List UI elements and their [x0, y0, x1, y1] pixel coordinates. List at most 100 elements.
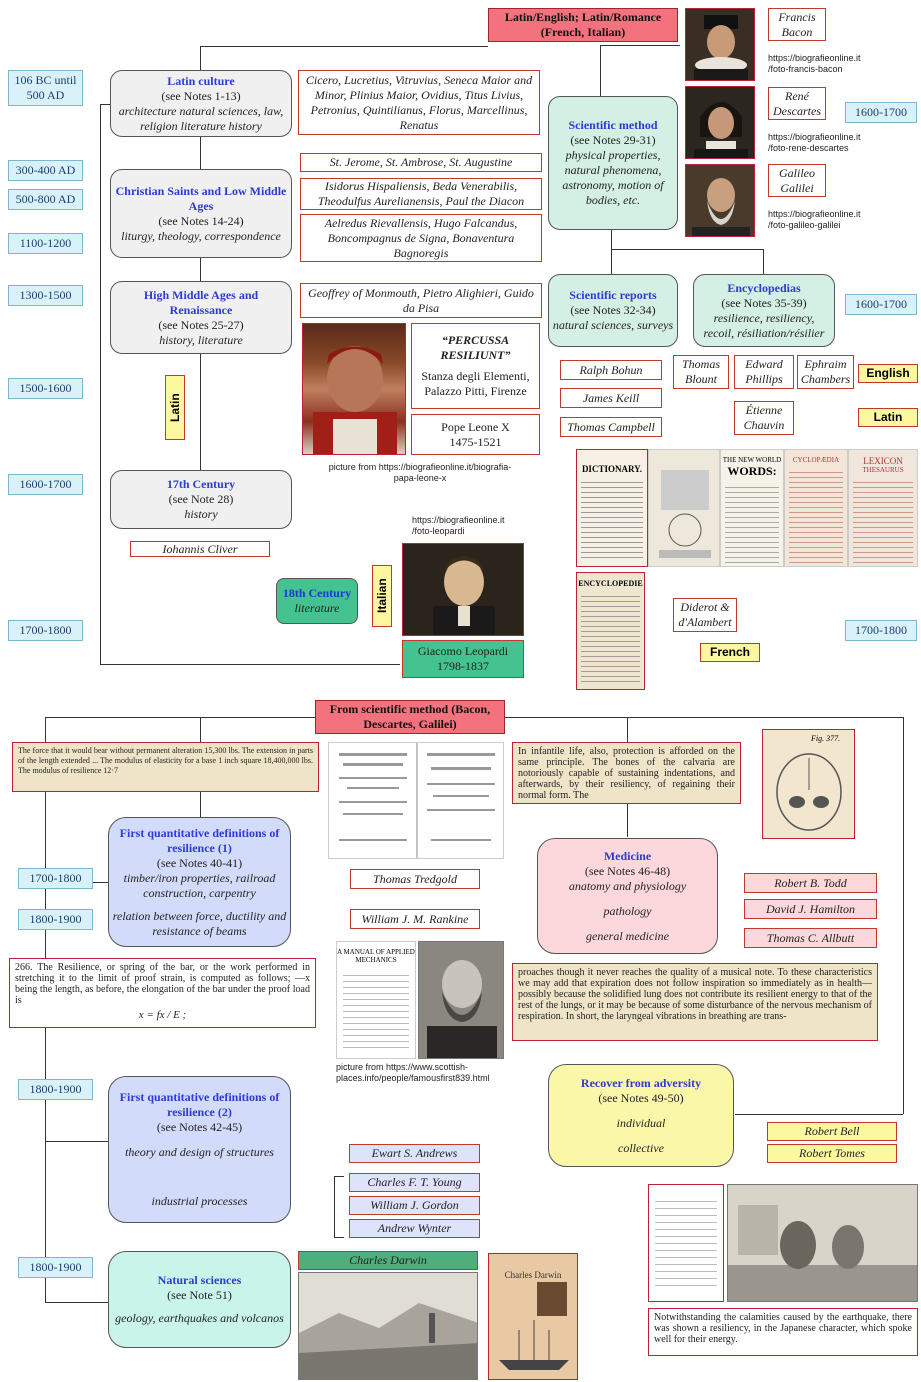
thomas-allbutt: Thomas C. Allbutt — [744, 928, 877, 948]
tredgold-book-pages — [328, 742, 504, 859]
pope-leone-label: Pope Leone X 1475-1521 — [411, 414, 540, 455]
encyclopedias-node: Encyclopedias (see Notes 35-39) resilien… — [693, 274, 835, 347]
date-label: 1700-1800 — [18, 868, 93, 889]
connector — [45, 717, 315, 718]
english-language-label: English — [858, 364, 918, 383]
rankine-picture-url: picture from https://www.scottish-places… — [336, 1062, 490, 1083]
latin-language-label: Latin — [165, 375, 185, 440]
galileo-url: https://biografieonline.it /foto-galileo… — [768, 209, 861, 230]
infantile-life-excerpt: In infantile life, also, protection is a… — [512, 742, 741, 804]
galileo-label: Galileo Galilei — [768, 164, 826, 197]
date-label: 500-800 AD — [8, 189, 83, 210]
connector — [200, 354, 201, 470]
geoffrey-authors: Geoffrey of Monmouth, Pietro Alighieri, … — [300, 283, 542, 318]
connector — [600, 45, 680, 46]
dictionary-title-page: DICTIONARY. — [576, 449, 648, 567]
medicine-node: Medicine (see Notes 46-48) anatomy and p… — [537, 838, 718, 954]
isidorus-authors: Isidorus Hispaliensis, Beda Venerabilis,… — [300, 178, 542, 210]
date-label: 1800-1900 — [18, 1079, 93, 1100]
connector — [200, 46, 201, 70]
connector — [100, 664, 400, 665]
charles-darwin-label: Charles Darwin — [298, 1251, 478, 1270]
date-label: 1700-1800 — [8, 620, 83, 641]
date-label: 300-400 AD — [8, 160, 83, 181]
connector — [100, 104, 110, 105]
date-label: 1800-1900 — [18, 1257, 93, 1278]
thomas-blount: Thomas Blount — [673, 355, 729, 389]
connector — [903, 717, 904, 1114]
edward-phillips: Edward Phillips — [734, 355, 794, 389]
etienne-chauvin: Étienne Chauvin — [734, 401, 794, 435]
musical-note-excerpt: proaches though it never reaches the qua… — [512, 963, 878, 1041]
latin-authors: Cicero, Lucretius, Vitruvius, Seneca Mai… — [298, 70, 540, 135]
japan-resiliency-excerpt: Notwithstanding the calamities caused by… — [648, 1308, 918, 1356]
italian-language-label: Italian — [372, 565, 392, 627]
connector — [611, 230, 612, 274]
connector — [45, 1302, 108, 1303]
date-label: 1100-1200 — [8, 233, 83, 254]
ewart-andrews: Ewart S. Andrews — [349, 1144, 480, 1163]
connector — [600, 46, 601, 96]
scientific-method-node: Scientific method (see Notes 29-31) phys… — [548, 96, 678, 230]
percussa-resiliunt-box: “PERCUSSA RESILIUNT” Stanza degli Elemen… — [411, 323, 540, 409]
18th-century-node: 18th Century literature — [276, 578, 358, 624]
darwin-landscape-engraving — [298, 1272, 478, 1380]
connector — [735, 1114, 903, 1115]
descartes-url: https://biografieonline.it /foto-rene-de… — [768, 132, 861, 153]
latin-language-label-2: Latin — [858, 408, 918, 427]
thomas-campbell: Thomas Campbell — [560, 417, 662, 437]
pope-picture-url: picture from https://biografieonline.it/… — [328, 462, 512, 483]
recover-from-adversity-node: Recover from adversity (see Notes 49-50)… — [548, 1064, 734, 1167]
cliver-label: Iohannis Cliver — [130, 541, 270, 557]
top-header: Latin/English; Latin/Romance (French, It… — [488, 8, 678, 42]
applied-mechanics-cover: A MANUAL OF APPLIED MECHANICS — [336, 941, 416, 1059]
date-label: 1300-1500 — [8, 285, 83, 306]
title-page-engraving — [648, 449, 720, 567]
high-middle-ages-node: High Middle Ages and Renaissance (see No… — [110, 281, 292, 354]
connector — [200, 258, 201, 281]
connector — [45, 1141, 108, 1142]
andrew-wynter: Andrew Wynter — [349, 1219, 480, 1238]
japan-scene-engraving — [727, 1184, 918, 1302]
mid-header: From scientific method (Bacon, Descartes… — [315, 700, 505, 734]
descartes-portrait — [685, 86, 755, 159]
skull-figure: Fig. 377. — [762, 729, 855, 839]
modulus-table-excerpt: The force that it would bear without per… — [12, 742, 319, 792]
robert-todd: Robert B. Todd — [744, 873, 877, 893]
thomas-tredgold: Thomas Tredgold — [350, 869, 480, 889]
date-label: 106 BC until 500 AD — [8, 70, 83, 106]
rankine-portrait — [418, 941, 504, 1059]
date-label: 1600-1700 — [845, 102, 917, 123]
lexicon-page: LEXICON THESAURUS — [848, 449, 918, 567]
quantitative-definitions-2-node: First quantitative definitions of resili… — [108, 1076, 291, 1223]
ephraim-chambers: Ephraim Chambers — [797, 355, 854, 389]
bracket — [334, 1176, 344, 1238]
quantitative-definitions-1-node: First quantitative definitions of resili… — [108, 817, 291, 947]
connector — [200, 137, 201, 169]
david-hamilton: David J. Hamilton — [744, 899, 877, 919]
connector — [200, 46, 488, 47]
saints-authors: St. Jerome, St. Ambrose, St. Augustine — [300, 153, 542, 172]
natural-sciences-node: Natural sciences (see Note 51) geology, … — [108, 1251, 291, 1348]
william-gordon: William J. Gordon — [349, 1196, 480, 1215]
date-label: 1600-1700 — [8, 474, 83, 495]
bacon-portrait — [685, 8, 755, 81]
connector — [100, 104, 101, 664]
date-label: 1700-1800 — [845, 620, 917, 641]
encyclopedie-page: ENCYCLOPEDIE — [576, 572, 645, 690]
latin-culture-node: Latin culture (see Notes 1-13) architect… — [110, 70, 292, 137]
william-rankine: William J. M. Rankine — [350, 909, 480, 929]
ralph-bohun: Ralph Bohun — [560, 360, 662, 380]
date-label: 1800-1900 — [18, 909, 93, 930]
descartes-label: René Descartes — [768, 87, 826, 120]
connector — [763, 249, 764, 274]
date-label: 1500-1600 — [8, 378, 83, 399]
americans-in-japan-title-page — [648, 1184, 724, 1302]
pope-leone-portrait — [302, 323, 406, 455]
leopardi-label: Giacomo Leopardi 1798-1837 — [402, 640, 524, 678]
robert-tomes: Robert Tomes — [767, 1144, 897, 1163]
world-of-words-page: THE NEW WORLD WORDS: — [720, 449, 784, 567]
bacon-label: Francis Bacon — [768, 8, 826, 41]
robert-bell: Robert Bell — [767, 1122, 897, 1141]
christian-saints-node: Christian Saints and Low Middle Ages (se… — [110, 169, 292, 258]
